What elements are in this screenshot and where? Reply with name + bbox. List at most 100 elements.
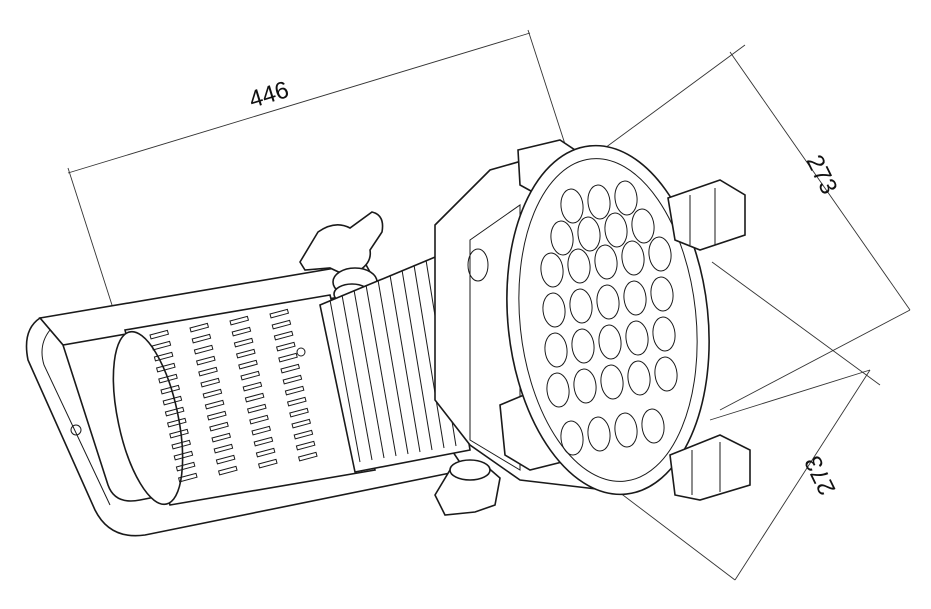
vent-slot bbox=[297, 451, 318, 462]
vent-slot bbox=[244, 392, 265, 403]
led-lens bbox=[540, 252, 564, 288]
vent-slot bbox=[173, 450, 194, 461]
dimension-width-label: 273 bbox=[800, 451, 842, 499]
heat-sink-fin bbox=[413, 264, 445, 449]
vent-slot bbox=[160, 384, 181, 395]
lens-face bbox=[506, 144, 710, 496]
heat-sink-fin bbox=[365, 284, 397, 457]
vent-slot bbox=[246, 403, 267, 414]
vent-slot bbox=[273, 330, 294, 341]
vent-slot bbox=[215, 454, 236, 465]
led-array bbox=[540, 180, 678, 456]
vent-slot bbox=[278, 352, 298, 363]
vent-slot bbox=[253, 436, 274, 447]
heat-sink-fin bbox=[329, 299, 361, 463]
vent-slot bbox=[171, 439, 192, 450]
led-lens bbox=[650, 276, 674, 312]
vent-slot bbox=[257, 458, 278, 469]
vent-slot bbox=[238, 359, 258, 370]
led-lens bbox=[560, 420, 584, 456]
vent-slots bbox=[149, 308, 318, 483]
vent-slot bbox=[175, 461, 196, 472]
dimension-height-label: 273 bbox=[801, 151, 843, 199]
vent-slot bbox=[189, 322, 210, 333]
vent-slot bbox=[198, 366, 218, 377]
vent-slot bbox=[162, 395, 183, 406]
vent-slot bbox=[242, 381, 263, 392]
vent-slot bbox=[202, 388, 223, 399]
vent-slot bbox=[155, 362, 176, 373]
vent-slot bbox=[169, 428, 189, 439]
led-lens bbox=[560, 188, 584, 224]
led-lens bbox=[654, 356, 678, 392]
vent-slot bbox=[293, 429, 314, 440]
yoke-knob-bottom[interactable] bbox=[434, 459, 501, 516]
led-lens bbox=[614, 412, 638, 448]
led-lens bbox=[627, 360, 651, 396]
led-lens bbox=[577, 216, 601, 252]
vent-slot bbox=[251, 425, 272, 436]
vent-slot bbox=[229, 315, 250, 326]
led-lens bbox=[623, 280, 647, 316]
side-port bbox=[467, 248, 489, 282]
vent-slot bbox=[211, 432, 232, 443]
dimension-length-label: 446 bbox=[246, 76, 292, 114]
heat-sink bbox=[296, 253, 471, 473]
vent-slot bbox=[195, 355, 216, 366]
vent-slot bbox=[158, 373, 178, 384]
vent-slot bbox=[231, 326, 252, 337]
vent-slot bbox=[295, 440, 316, 451]
led-lens bbox=[631, 208, 655, 244]
vent-slot bbox=[164, 406, 185, 417]
vent-slot bbox=[249, 414, 269, 425]
vent-slot bbox=[209, 421, 229, 432]
vent-slot bbox=[213, 443, 234, 454]
vent-slot bbox=[204, 399, 225, 410]
led-lens bbox=[641, 408, 665, 444]
led-lens bbox=[596, 284, 620, 320]
heat-sink-fin bbox=[341, 294, 373, 461]
led-lens bbox=[550, 220, 574, 256]
vent-slot bbox=[291, 418, 312, 429]
vent-slot bbox=[193, 344, 214, 355]
vent-slot bbox=[271, 319, 292, 330]
vent-slot bbox=[166, 417, 187, 428]
handle-bottom[interactable] bbox=[669, 434, 751, 501]
vent-slot bbox=[240, 370, 261, 381]
vent-slot bbox=[235, 348, 256, 359]
vent-slot bbox=[284, 385, 305, 396]
led-lens bbox=[542, 292, 566, 328]
led-lens bbox=[625, 320, 649, 356]
heat-sink-fin bbox=[377, 279, 409, 455]
led-lens bbox=[600, 364, 624, 400]
led-lens bbox=[569, 288, 593, 324]
led-lens bbox=[614, 180, 638, 216]
vent-slot bbox=[255, 447, 276, 458]
led-lens bbox=[598, 324, 622, 360]
led-lens bbox=[587, 416, 611, 452]
vent-slot bbox=[217, 465, 238, 476]
vent-slot bbox=[282, 374, 303, 385]
vent-slot bbox=[280, 363, 301, 374]
yoke-hole bbox=[70, 424, 82, 436]
led-lens bbox=[546, 372, 570, 408]
yoke-bracket bbox=[25, 262, 467, 537]
vent-slot bbox=[151, 340, 172, 351]
vent-slot bbox=[149, 329, 170, 340]
screw bbox=[296, 347, 306, 357]
vent-slot bbox=[177, 472, 198, 483]
led-lens bbox=[573, 368, 597, 404]
led-lens bbox=[587, 184, 611, 220]
heat-sink-fin bbox=[401, 269, 433, 451]
led-lens bbox=[648, 236, 672, 272]
led-lens bbox=[544, 332, 568, 368]
led-lens bbox=[652, 316, 676, 352]
heat-sink-fin bbox=[389, 274, 421, 453]
vent-slot bbox=[206, 410, 227, 421]
vent-slot bbox=[269, 308, 290, 319]
vent-slot bbox=[286, 396, 307, 407]
led-lens bbox=[567, 248, 591, 284]
handle-top[interactable] bbox=[667, 179, 746, 251]
led-lens bbox=[621, 240, 645, 276]
